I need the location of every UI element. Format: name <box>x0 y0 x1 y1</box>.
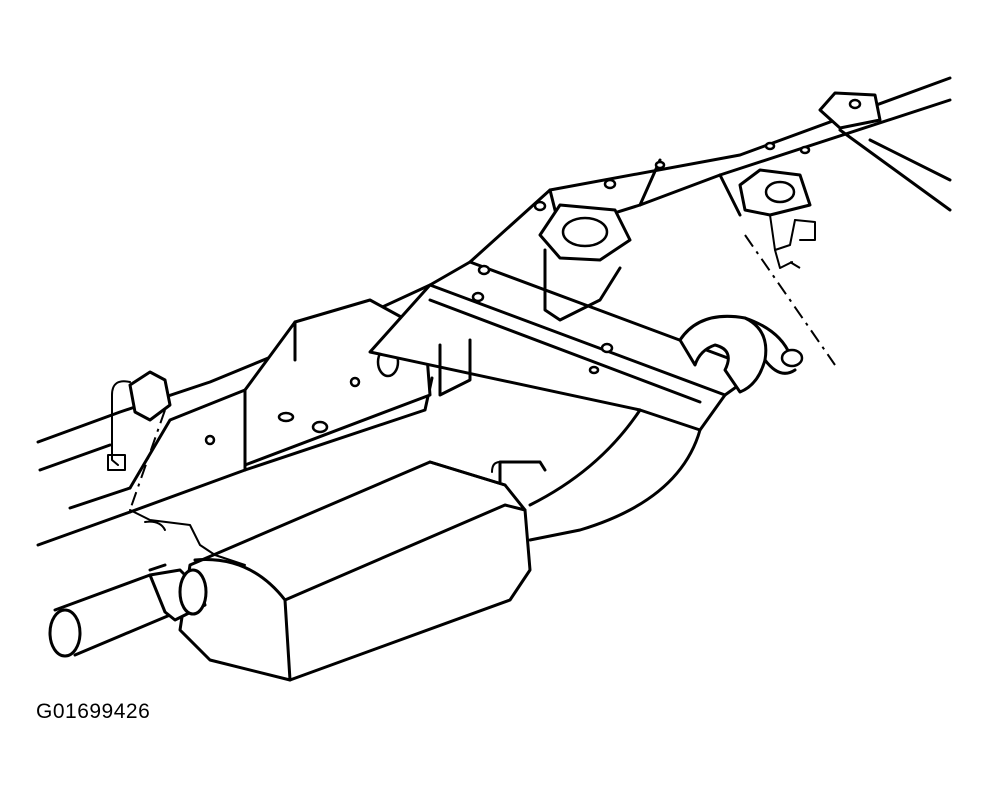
muffler <box>178 460 547 682</box>
rear-hanger-bracket <box>744 214 836 366</box>
front-hanger-isolator <box>107 370 246 566</box>
inlet-pipe <box>48 563 208 658</box>
crossmember <box>368 260 762 432</box>
figure-id-label: G01699426 <box>36 700 151 723</box>
right-frame-rail <box>468 76 952 322</box>
tailpipe <box>528 314 804 542</box>
